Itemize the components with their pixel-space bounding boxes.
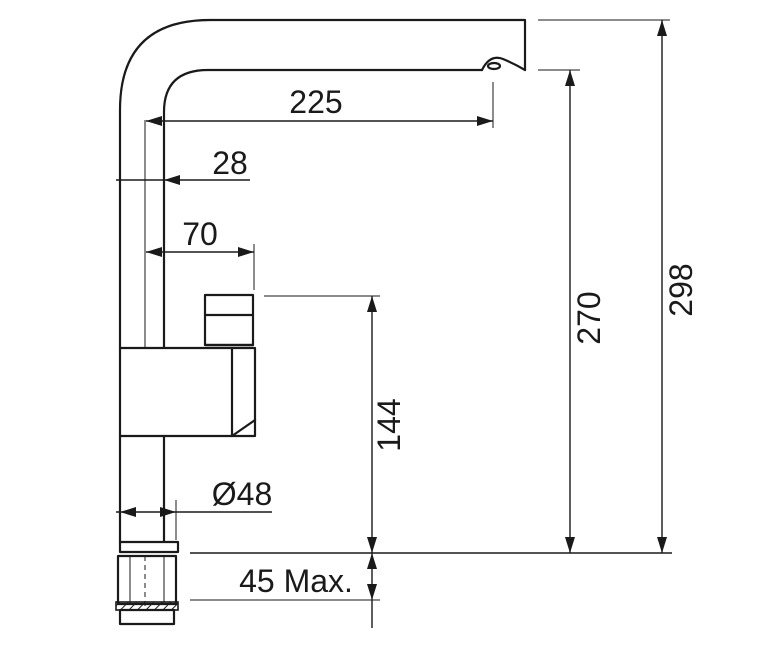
spout-outer-edge <box>118 18 527 350</box>
lever-handle <box>203 293 255 347</box>
dimension-spout-offset: 28 <box>116 145 250 185</box>
aerator-outlet <box>486 61 502 71</box>
dimension-max-thickness: 45 Max. <box>190 553 380 628</box>
dimension-spout-reach: 225 <box>146 82 494 128</box>
dimension-handle-offset: 70 <box>146 216 255 290</box>
dimension-label: 144 <box>371 398 407 451</box>
arrow-right-icon <box>477 116 493 126</box>
dimension-label: 28 <box>212 145 248 181</box>
spout-inner-edge <box>162 68 484 350</box>
arrow-up-icon <box>367 553 377 569</box>
arrow-down-icon <box>565 537 575 553</box>
arrow-down-icon <box>367 537 377 553</box>
dimension-base-diameter: Ø48 <box>116 476 272 540</box>
arrow-down-icon <box>367 584 377 600</box>
mounting-shank <box>116 554 178 606</box>
arrow-right-icon <box>160 507 176 517</box>
dimension-total-height: 298 <box>538 19 699 553</box>
arrow-right-icon <box>238 247 254 257</box>
arrow-left-icon <box>146 247 162 257</box>
mixer-body-bevel <box>230 418 257 438</box>
arrow-left-icon <box>120 507 136 517</box>
dimension-label: 270 <box>571 291 607 344</box>
base-flange <box>118 540 180 554</box>
shank-bottom <box>118 608 176 626</box>
aerator-nozzle <box>480 56 527 72</box>
dimension-spout-height: 270 <box>538 69 607 553</box>
dimension-label: 298 <box>663 263 699 316</box>
dimension-label: Ø48 <box>212 476 272 512</box>
arrow-up-icon <box>367 296 377 312</box>
arrow-up-icon <box>657 20 667 36</box>
arrow-down-icon <box>657 537 667 553</box>
mixer-body <box>118 346 257 438</box>
dimension-handle-height: 144 <box>264 295 407 553</box>
dimension-label: 45 Max. <box>239 563 353 599</box>
dimension-label: 225 <box>289 84 342 120</box>
arrow-left-icon <box>146 116 162 126</box>
arrow-left-icon <box>164 175 180 185</box>
faucet-outline <box>115 18 527 626</box>
dimension-label: 70 <box>182 216 218 252</box>
mounting-nut <box>115 601 179 611</box>
arrow-up-icon <box>565 70 575 86</box>
lower-column <box>118 434 166 544</box>
